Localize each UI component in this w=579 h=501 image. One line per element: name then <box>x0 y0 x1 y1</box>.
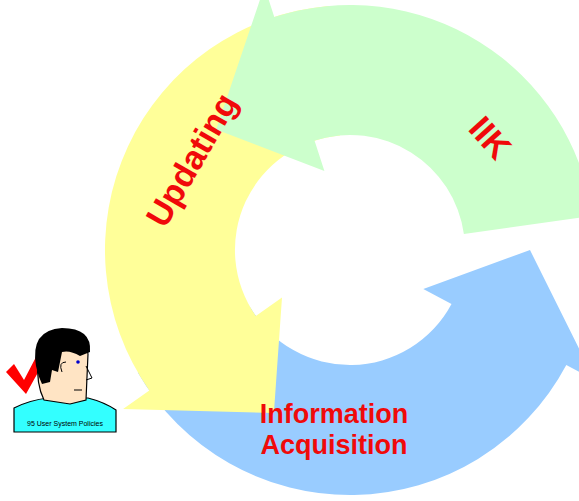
arrow-label: Information Acquisition <box>229 399 439 461</box>
arrow-fill <box>138 250 579 495</box>
nose <box>86 366 92 380</box>
caption-label: 95 User System Policies <box>27 420 103 427</box>
ear <box>61 362 66 372</box>
eye <box>76 360 80 364</box>
hair <box>35 328 90 384</box>
mouth <box>74 390 82 391</box>
arrow-fill <box>216 0 579 234</box>
